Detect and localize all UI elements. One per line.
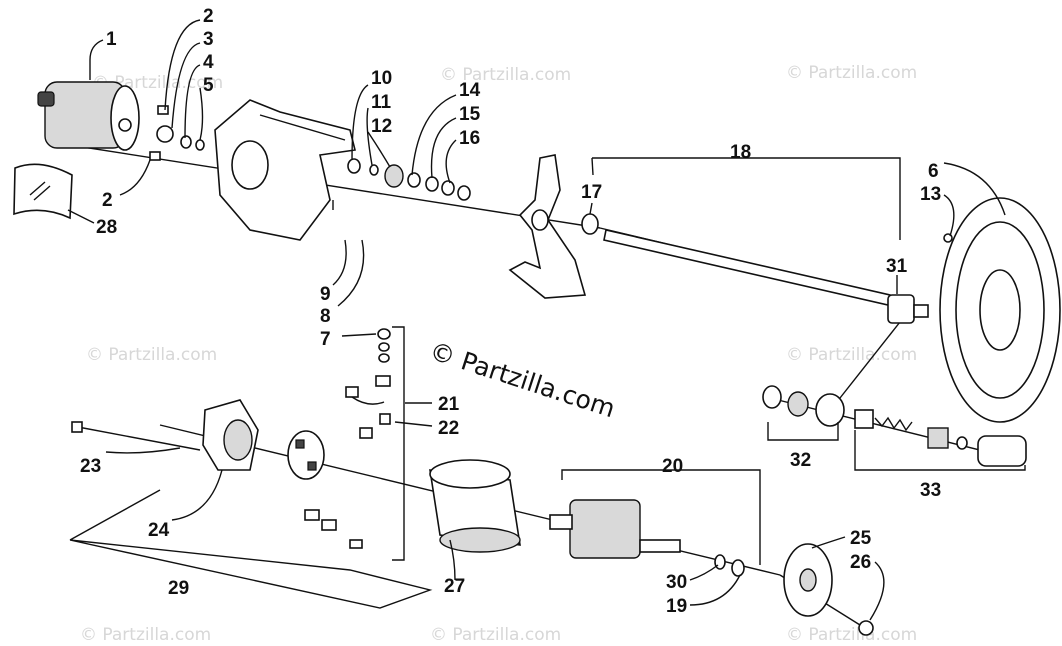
callout-19: 19 — [666, 596, 687, 617]
callout-12: 12 — [371, 116, 392, 137]
callout-32: 32 — [790, 450, 811, 471]
callout-13: 13 — [920, 184, 941, 205]
callout-2: 2 — [203, 6, 214, 27]
armature-washers — [714, 554, 745, 577]
callout-1: 1 — [106, 29, 117, 50]
watermark: © Partzilla.com — [786, 625, 917, 645]
commutator-end-cap — [202, 399, 259, 471]
spring-assembly — [854, 409, 1027, 467]
callout-23: 23 — [80, 456, 101, 477]
watermark: © Partzilla.com — [786, 345, 917, 365]
field-frame — [429, 459, 521, 553]
watermark: © Partzilla.com — [80, 625, 211, 645]
callout-6: 6 — [928, 161, 939, 182]
watermarks: © Partzilla.com © Partzilla.com © Partzi… — [80, 63, 917, 645]
watermark: © Partzilla.com — [440, 65, 571, 85]
clutch-assembly — [762, 385, 845, 427]
callout-4: 4 — [203, 52, 214, 73]
callout-25: 25 — [850, 528, 872, 549]
callout-15: 15 — [459, 104, 481, 125]
callout-21: 21 — [438, 394, 460, 415]
shaft-components — [347, 158, 471, 201]
brush-plate — [287, 430, 325, 480]
front-bracket — [508, 154, 587, 299]
callout-26: 26 — [850, 552, 871, 573]
watermark: © Partzilla.com — [430, 625, 561, 645]
callout-22: 22 — [438, 418, 459, 439]
drive-shaft — [581, 213, 891, 306]
callout-28: 28 — [96, 217, 117, 238]
drive-end-plate — [783, 543, 833, 617]
callout-27: 27 — [444, 576, 465, 597]
armature — [549, 499, 681, 559]
callout-17: 17 — [581, 182, 602, 203]
callout-3: 3 — [203, 29, 214, 50]
callout-16: 16 — [459, 128, 480, 149]
brushes — [304, 509, 363, 549]
watermark: © Partzilla.com — [786, 63, 917, 83]
callout-33: 33 — [920, 480, 941, 501]
callout-numbers: 1 2 3 4 5 2 28 10 11 12 14 15 16 18 17 6… — [80, 6, 941, 617]
mounting-bracket — [214, 99, 356, 241]
brush-leads — [345, 386, 391, 439]
callout-8: 8 — [320, 306, 331, 327]
callout-7: 7 — [320, 329, 331, 350]
pinion-gear — [887, 294, 929, 324]
callout-24: 24 — [148, 520, 170, 541]
callout-5: 5 — [203, 75, 214, 96]
callout-31: 31 — [886, 256, 908, 277]
starter-motor-housing — [37, 81, 140, 151]
through-bolt — [71, 421, 201, 451]
callout-2-lower: 2 — [102, 190, 113, 211]
end-nut — [858, 620, 874, 636]
callout-14: 14 — [459, 80, 481, 101]
callout-18: 18 — [730, 142, 751, 163]
callout-30: 30 — [666, 572, 687, 593]
callout-9: 9 — [320, 284, 331, 305]
callout-29: 29 — [168, 578, 189, 599]
callout-20: 20 — [662, 456, 683, 477]
callout-11: 11 — [371, 92, 392, 113]
leader-lines — [67, 19, 1026, 621]
callout-10: 10 — [371, 68, 392, 89]
warning-label — [13, 163, 73, 220]
watermark: © Partzilla.com — [86, 345, 217, 365]
small-fasteners — [149, 105, 205, 161]
ring-gear — [939, 197, 1061, 423]
terminal-hardware — [375, 328, 391, 387]
